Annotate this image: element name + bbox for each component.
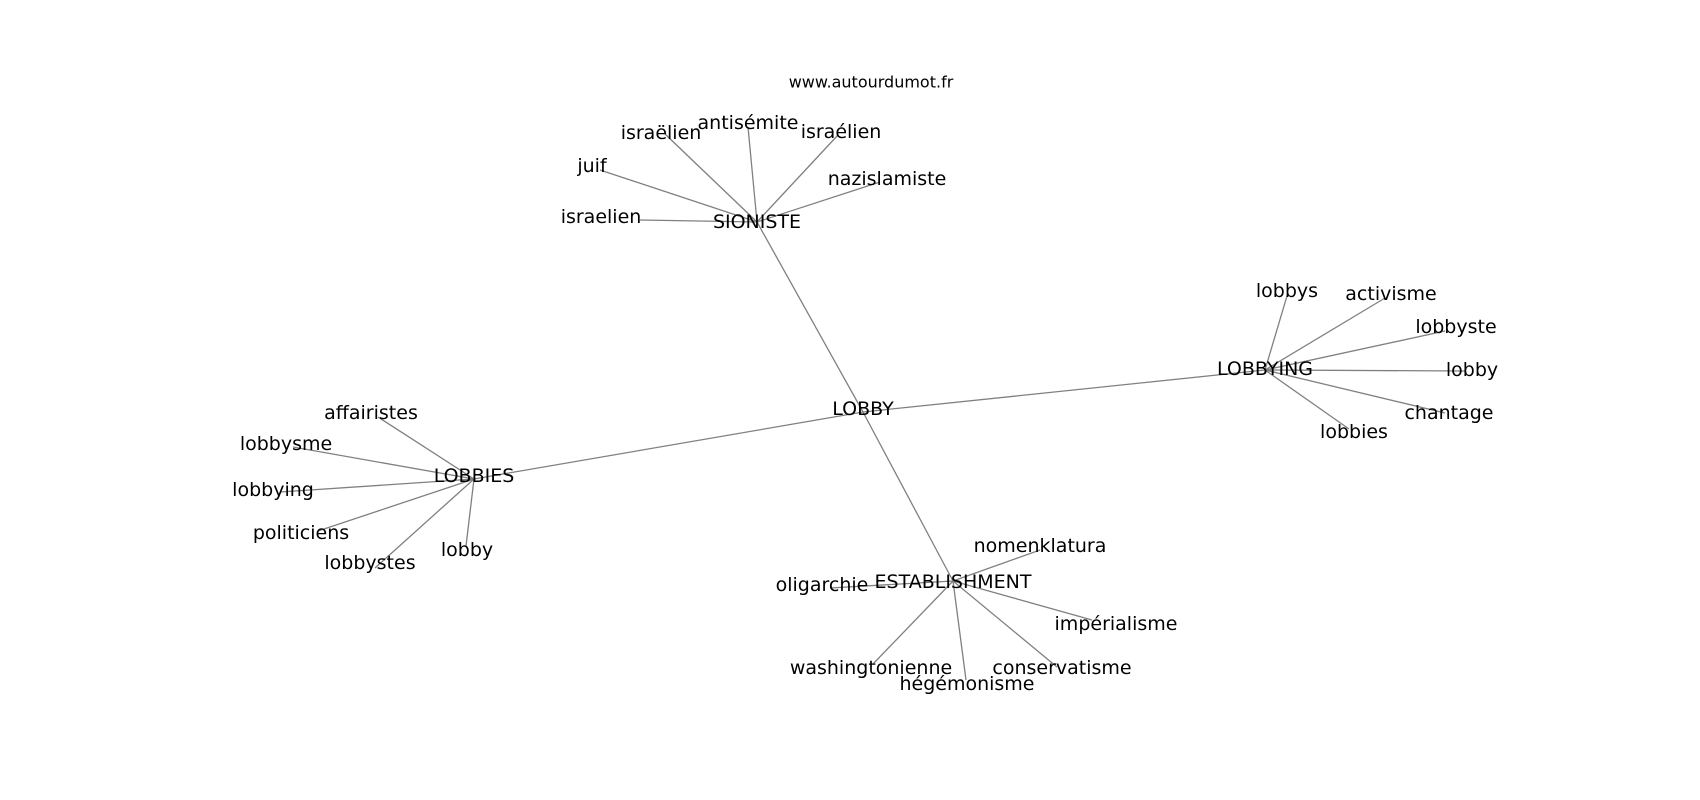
hub-node-lobbying[interactable]: LOBBYING xyxy=(1217,358,1313,380)
word-node[interactable]: lobbystes xyxy=(324,552,415,574)
word-node[interactable]: lobbying xyxy=(232,479,314,501)
edge-sioniste-3 xyxy=(747,126,758,223)
word-node[interactable]: hégémonisme xyxy=(899,673,1034,695)
edge-root-sioniste xyxy=(756,221,864,413)
edge-lobbying-2 xyxy=(1264,330,1446,371)
edge-lobbying-4 xyxy=(1264,369,1446,414)
hub-node-lobbies[interactable]: LOBBIES xyxy=(434,465,515,487)
edge-lobbying-1 xyxy=(1264,297,1386,371)
word-node[interactable]: washingtonienne xyxy=(790,657,952,679)
word-node[interactable]: lobbyste xyxy=(1415,316,1496,338)
edge-lobbies-1 xyxy=(292,446,475,480)
word-node[interactable]: israëlien xyxy=(621,122,702,144)
word-node[interactable]: conservatisme xyxy=(992,657,1131,679)
edge-sioniste-0 xyxy=(639,219,758,223)
hub-node-sioniste[interactable]: SIONISTE xyxy=(713,211,801,233)
word-node[interactable]: activisme xyxy=(1345,283,1436,305)
edge-establishment-3 xyxy=(872,580,954,665)
edge-sioniste-2 xyxy=(664,133,758,223)
edge-lobbies-5 xyxy=(465,478,475,547)
edge-establishment-1 xyxy=(829,580,954,589)
source-credit[interactable]: www.autourdumot.fr xyxy=(789,73,954,92)
word-node[interactable]: lobby xyxy=(441,539,493,561)
edge-root-lobbying xyxy=(862,369,1266,413)
hub-node-establishment[interactable]: ESTABLISHMENT xyxy=(875,571,1032,593)
edge-lobbies-3 xyxy=(317,478,475,532)
word-node[interactable]: lobbies xyxy=(1320,421,1388,443)
graph-labels: www.autourdumot.fr LOBBY SIONISTE israelie… xyxy=(232,73,1498,696)
edge-establishment-4 xyxy=(952,580,967,681)
word-node[interactable]: oligarchie xyxy=(776,574,869,596)
word-node[interactable]: impérialisme xyxy=(1055,613,1178,635)
word-node[interactable]: affairistes xyxy=(324,402,418,424)
word-node[interactable]: lobbys xyxy=(1256,280,1318,302)
edge-lobbies-0 xyxy=(377,416,475,480)
word-node[interactable]: juif xyxy=(576,155,608,177)
word-node[interactable]: israélien xyxy=(801,121,882,143)
edge-root-lobbies xyxy=(473,411,864,480)
word-node[interactable]: antisémite xyxy=(698,112,799,134)
word-node[interactable]: nazislamiste xyxy=(828,168,947,190)
edge-root-establishment xyxy=(862,411,954,582)
edge-establishment-5 xyxy=(952,580,1058,668)
edge-establishment-2 xyxy=(952,580,1093,621)
word-node[interactable]: politiciens xyxy=(253,522,349,544)
edge-sioniste-5 xyxy=(756,181,881,223)
edge-establishment-0 xyxy=(952,549,1041,582)
graph-edges xyxy=(279,126,1466,681)
word-node[interactable]: lobby xyxy=(1446,359,1498,381)
edge-lobbying-5 xyxy=(1264,369,1350,430)
word-node[interactable]: lobbysme xyxy=(240,433,332,455)
word-node[interactable]: chantage xyxy=(1404,402,1493,424)
edge-lobbying-0 xyxy=(1264,295,1288,371)
edge-lobbies-4 xyxy=(374,478,475,569)
root-node-label[interactable]: LOBBY xyxy=(832,398,894,420)
edge-lobbies-2 xyxy=(279,478,475,493)
edge-sioniste-4 xyxy=(756,134,839,223)
word-node[interactable]: israelien xyxy=(561,206,642,228)
edge-lobbying-3 xyxy=(1264,369,1466,372)
edge-sioniste-1 xyxy=(599,169,758,223)
word-node[interactable]: nomenklatura xyxy=(974,535,1107,557)
